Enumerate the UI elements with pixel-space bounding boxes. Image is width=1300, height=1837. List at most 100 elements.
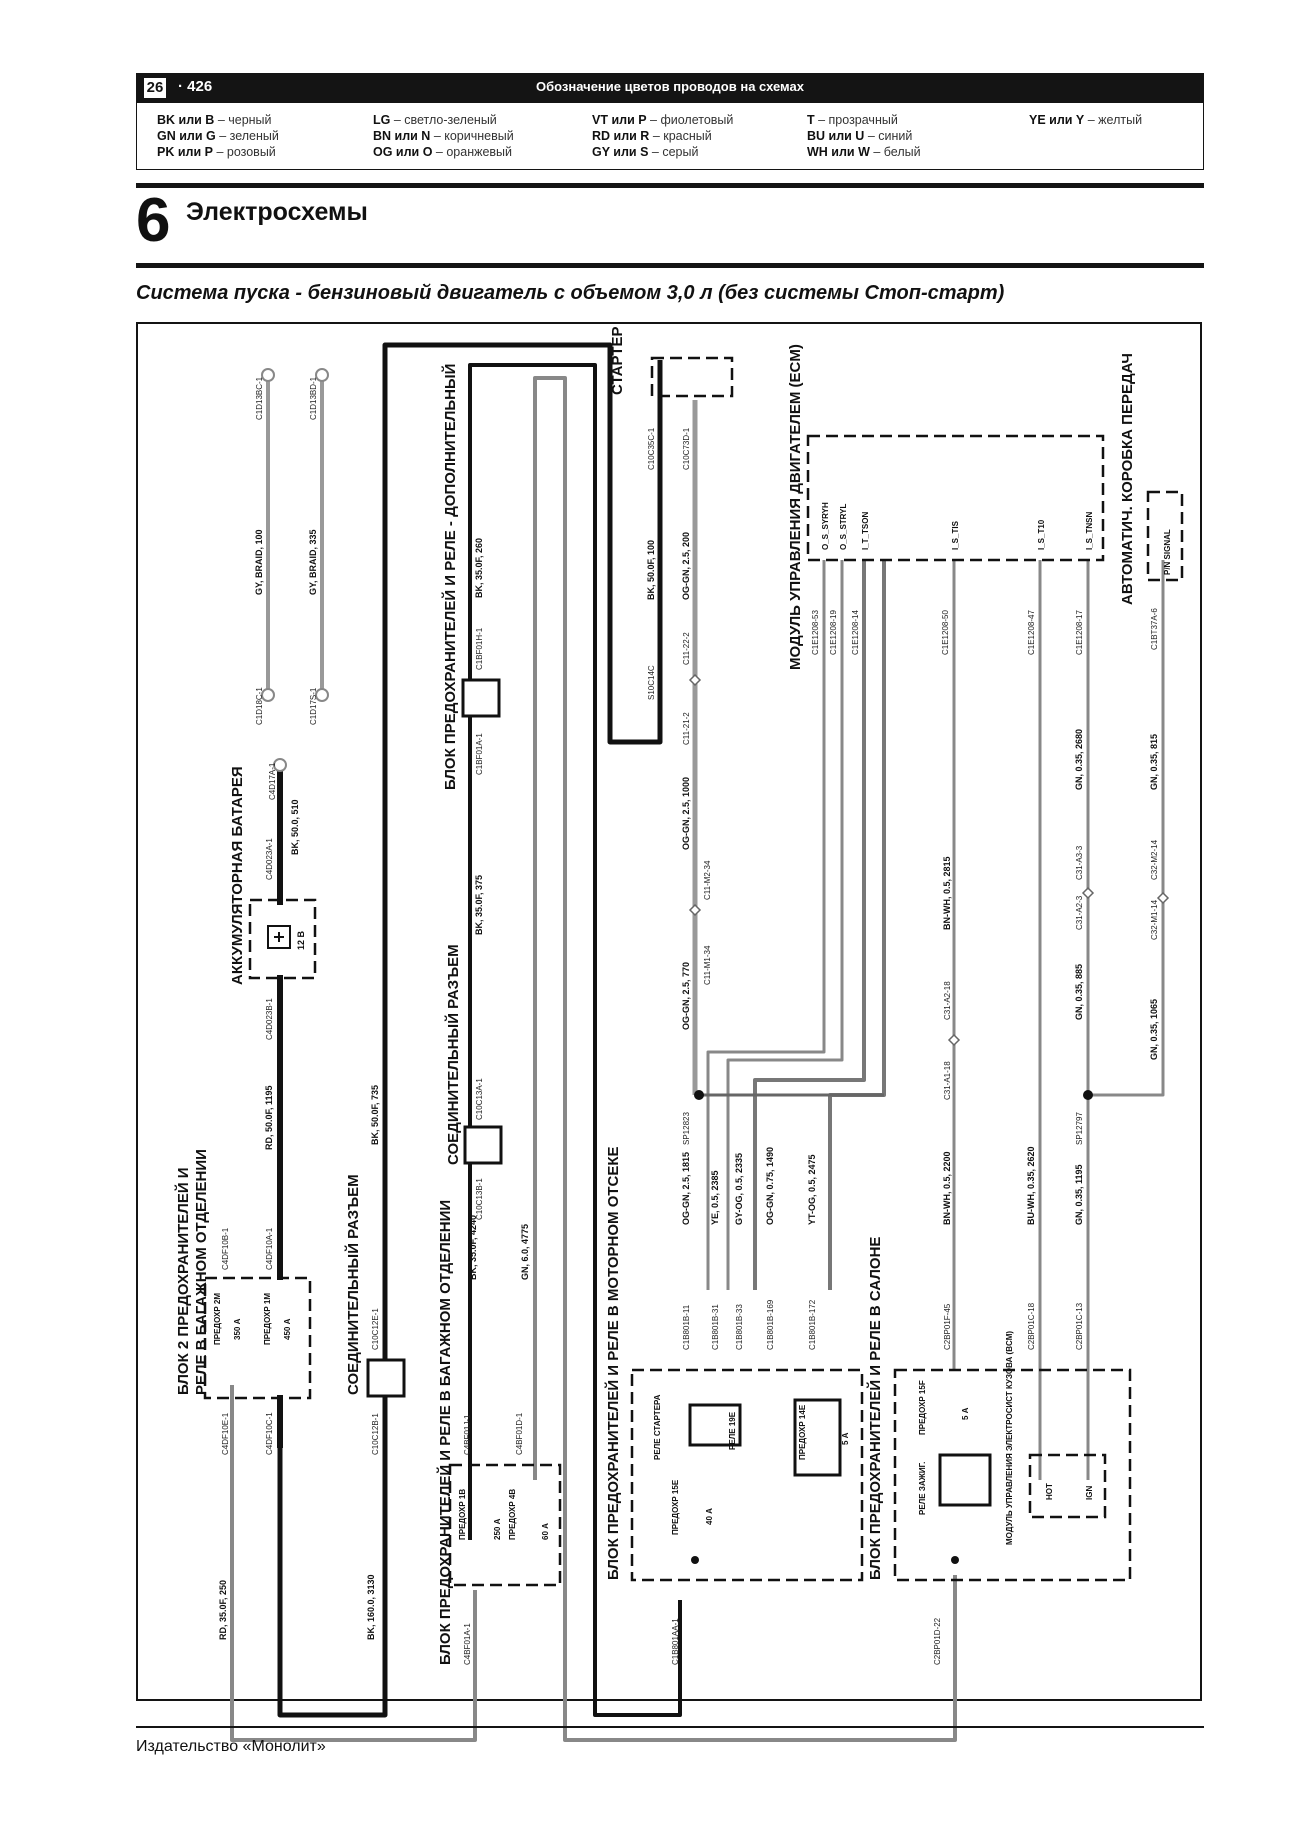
connector-label: C2BP01C-18 — [1027, 1302, 1036, 1350]
label-connector1: СОЕДИНИТЕЛЬНЫЙ РАЗЪЕМ — [344, 1174, 362, 1395]
wire-label: OG-GN, 2.5, 770 — [681, 962, 691, 1030]
inline-connector — [1156, 891, 1170, 905]
label-block-engine: БЛОК ПРЕДОХРАНИТЕЛЕЙ И РЕЛЕ В МОТОРНОМ О… — [604, 1146, 622, 1580]
wire-label: BU-WH, 0.35, 2620 — [1026, 1146, 1036, 1225]
label-bcm: МОДУЛЬ УПРАВЛЕНИЯ ЭЛЕКТРОСИСТ КУЗОВА (BC… — [1005, 1331, 1014, 1545]
starter-box — [650, 356, 734, 398]
chapter-title: Электросхемы — [186, 198, 368, 226]
splice-c2bp01d — [951, 1556, 959, 1564]
wire-label: GN, 0.35, 2680 — [1074, 729, 1084, 790]
wire-label: BN-WH, 0.5, 2815 — [942, 856, 952, 930]
connector-label: C1E1208-50 — [941, 610, 950, 655]
label-fuse-2m-rating: 350 А — [233, 1318, 242, 1340]
wire-label: BK, 35.0F, 375 — [474, 875, 484, 935]
label-fuse-15e: ПРЕДОХР 15E — [671, 1479, 680, 1535]
label-fuse-15e-rating: 40 А — [705, 1508, 714, 1525]
connector-label: C1E1208-17 — [1075, 610, 1084, 655]
connector-label: C4D023B-1 — [265, 998, 274, 1040]
publisher-footer: Издательство «Монолит» — [136, 1738, 326, 1755]
connector-label: C31-A3-3 — [1075, 845, 1084, 880]
cabin-block-box — [893, 1368, 1132, 1582]
label-fuse-1b-rating: 250 А — [493, 1518, 502, 1540]
wire-ecm-4 — [828, 560, 886, 1290]
battery-symbol — [267, 925, 291, 949]
block2-box — [203, 1276, 312, 1400]
label-fuse-1m-rating: 450 А — [283, 1318, 292, 1340]
legend-item: BK или B – черный — [157, 113, 272, 127]
connector-label: S10C14C — [647, 665, 656, 700]
ecm-pin-label: O_S_STRYL — [839, 504, 848, 550]
label-block2b: РЕЛЕ В БАГАЖНОМ ОТДЕЛЕНИИ — [193, 1149, 210, 1395]
legend-item: T – прозрачный — [807, 113, 898, 127]
wire-label: GN, 0.35, 885 — [1074, 964, 1084, 1020]
ring-terminal-4 — [315, 688, 329, 702]
connector-label: C1B801B-169 — [766, 1299, 775, 1350]
wire-label: GN, 0.35, 1195 — [1074, 1164, 1084, 1225]
legend-item: GN или G – зеленый — [157, 129, 279, 143]
connector1-block — [366, 1358, 406, 1398]
ecm-pin-label: I_T_TSON — [861, 512, 870, 550]
legend-item: BU или U – синий — [807, 129, 913, 143]
ring-terminal-2 — [315, 368, 329, 382]
label-fuse-1b: ПРЕДОХР 1B — [458, 1489, 467, 1540]
wire-label: GY, BRAID, 100 — [254, 529, 264, 595]
connector-label: C32-M1-14 — [1150, 899, 1159, 940]
connector-label: C1D18C-1 — [255, 687, 264, 725]
label-pn-signal: P/N SIGNAL — [1163, 529, 1172, 575]
wire-label: YE, 0.5, 2385 — [710, 1170, 720, 1225]
label-bcm-ign: IGN — [1085, 1486, 1094, 1500]
legend-item: PK или P – розовый — [157, 145, 276, 159]
inline-connector — [947, 1033, 961, 1047]
wire-label: GN, 6.0, 4775 — [520, 1224, 530, 1280]
wire-ecm-3 — [753, 560, 866, 1290]
legend-item: WH или W – белый — [807, 145, 921, 159]
connector-label: C1D13BD-1 — [309, 376, 318, 420]
wire-label: BK, 35.0F, 260 — [474, 538, 484, 598]
wire-label: RD, 50.0F, 1195 — [264, 1085, 274, 1150]
label-relay-starter: РЕЛЕ СТАРТЕРА — [653, 1394, 662, 1460]
connector-label: C31-A1-18 — [943, 1061, 952, 1100]
label-battery-voltage: 12 В — [296, 930, 306, 950]
label-connector2: СОЕДИНИТЕЛЬНЫЙ РАЗЪЕМ — [444, 944, 462, 1165]
connector-label: C4DF10C-1 — [265, 1412, 274, 1455]
connector-label: C4DF10A-1 — [265, 1227, 274, 1270]
label-block-cabin: БЛОК ПРЕДОХРАНИТЕЛЕЙ И РЕЛЕ В САЛОНЕ — [866, 1237, 884, 1580]
wire-label: OG-GN, 0.75, 1490 — [765, 1147, 775, 1225]
label-fuse-14e: ПРЕДОХР 14E — [798, 1404, 807, 1460]
label-fuse-15f: ПРЕДОХР 15F — [918, 1380, 927, 1435]
page-number: · 426 — [178, 78, 213, 95]
label-fuse-4b-rating: 60 А — [541, 1523, 550, 1540]
connector-label: C1BT37A-6 — [1150, 608, 1159, 650]
ecm-pin-label: I_S_TNSN — [1085, 512, 1094, 550]
wire-ecm-1 — [706, 560, 826, 1290]
connector-label: C31-A2-3 — [1075, 895, 1084, 930]
connector-label: C4D17A-1 — [268, 762, 277, 800]
trunk-block-box — [448, 1463, 562, 1587]
connector-label: C4D023A-1 — [265, 838, 274, 880]
wire-label: OG-GN, 2.5, 200 — [681, 532, 691, 600]
connector-label: C1D13BC-1 — [255, 376, 264, 420]
relay-box-2 — [793, 1398, 842, 1477]
page-badge: 26 — [144, 78, 166, 98]
connector-label: C10C12B-1 — [371, 1413, 380, 1455]
legend-item: RD или R – красный — [592, 129, 712, 143]
label-transmission: АВТОМАТИЧ. КОРОБКА ПЕРЕДАЧ — [1119, 353, 1136, 605]
connector-label: C1BF01A-1 — [475, 733, 484, 775]
legend-item: BN или N – коричневый — [373, 129, 514, 143]
chapter-rule — [136, 263, 1204, 268]
connector-label: C11-M1-34 — [703, 945, 712, 985]
connector-label: C10C12E-1 — [371, 1308, 380, 1350]
label-battery: АККУМУЛЯТОРНАЯ БАТАРЕЯ — [229, 766, 246, 985]
connector-label: C1B801AA-1 — [671, 1618, 680, 1665]
wire-label: YT-OG, 0.5, 2475 — [807, 1154, 817, 1225]
wire-label: OG-GN, 2.5, 1000 — [681, 777, 691, 850]
diagram-title: Система пуска - бензиновый двигатель с о… — [136, 282, 1005, 304]
connector-label: C1E1208-14 — [851, 610, 860, 655]
connector-label: C1E1208-19 — [829, 610, 838, 655]
label-block2: БЛОК 2 ПРЕДОХРАНИТЕЛЕЙ И — [174, 1167, 192, 1395]
connector-label: C1D17S-1 — [309, 687, 318, 725]
wire-label: GY, BRAID, 335 — [308, 529, 318, 595]
aux-fuse-block — [461, 678, 501, 718]
wire-main-loop — [277, 342, 663, 1718]
